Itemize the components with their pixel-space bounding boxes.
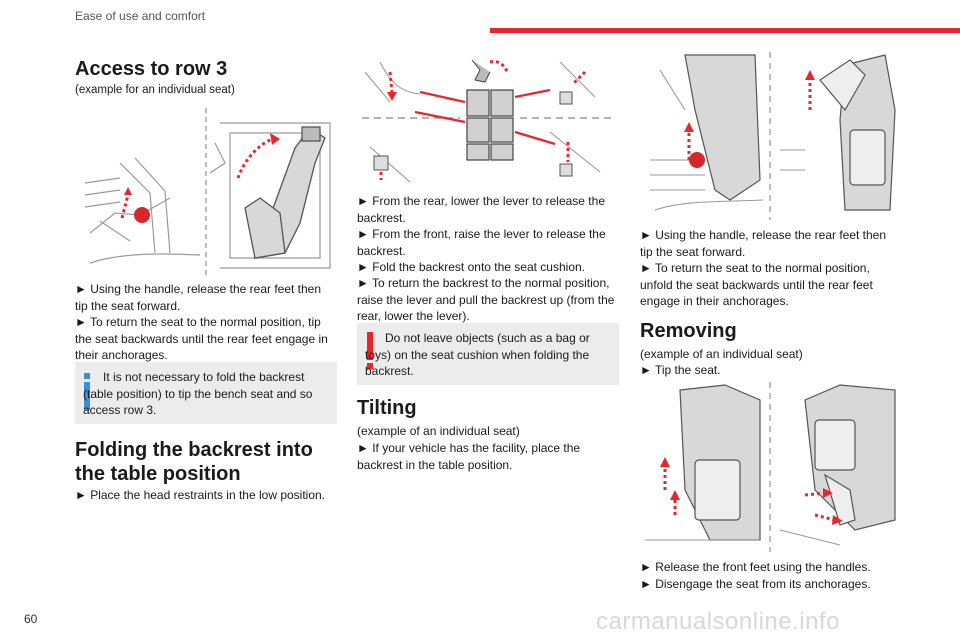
heading-folding-line2: the table position	[75, 463, 241, 485]
heading-access-row-3: Access to row 3	[75, 58, 228, 80]
caption-tilting: (example of an individual seat)	[357, 424, 520, 438]
step-removing-3: ► Disengage the seat from its anchorages…	[640, 577, 871, 591]
step-tilt-1: ► Using the handle, release the rear fee…	[640, 228, 887, 259]
illustration-removing-seat	[645, 382, 896, 552]
step-tilt-2: ► To return the seat to the normal posit…	[640, 261, 873, 308]
header-accent-bar	[490, 28, 960, 33]
step-access-2: ► To return the seat to the normal posit…	[75, 315, 328, 362]
heading-folding-line1: Folding the backrest into	[75, 439, 313, 461]
step-removing-1: ► Tip the seat.	[640, 363, 721, 377]
warning-note: Do not leave objects (such as a bag or t…	[357, 323, 619, 385]
step-tilting-1: ► If your vehicle has the facility, plac…	[357, 441, 581, 472]
illustration-access-row-3	[84, 108, 331, 275]
info-note-text: It is not necessary to fold the backrest…	[83, 370, 313, 417]
step-backrest-3: ► Fold the backrest onto the seat cushio…	[357, 260, 586, 274]
info-icon	[84, 373, 91, 411]
caption-access-row-3: (example for an individual seat)	[75, 84, 235, 96]
heading-removing: Removing	[640, 320, 737, 342]
step-folding-1: ► Place the head restraints in the low p…	[75, 488, 326, 502]
section-title: Ease of use and comfort	[75, 9, 206, 23]
watermark: carmanualsonline.info	[596, 608, 840, 635]
step-removing-2: ► Release the front feet using the handl…	[640, 560, 871, 574]
caption-removing: (example of an individual seat)	[640, 347, 803, 361]
step-backrest-4: ► To return the backrest to the normal p…	[357, 276, 615, 323]
illustration-folding-backrest	[362, 59, 614, 183]
info-note: It is not necessary to fold the backrest…	[75, 362, 337, 424]
step-backrest-2: ► From the front, raise the lever to rel…	[357, 227, 606, 258]
step-backrest-1: ► From the rear, lower the lever to rele…	[357, 194, 605, 225]
warning-note-text: Do not leave objects (such as a bag or t…	[365, 331, 590, 378]
heading-tilting: Tilting	[357, 397, 417, 419]
illustration-tilting-seat	[650, 52, 896, 220]
step-access-1: ► Using the handle, release the rear fee…	[75, 282, 322, 313]
page-number: 60	[24, 612, 38, 626]
warning-icon	[367, 332, 374, 370]
